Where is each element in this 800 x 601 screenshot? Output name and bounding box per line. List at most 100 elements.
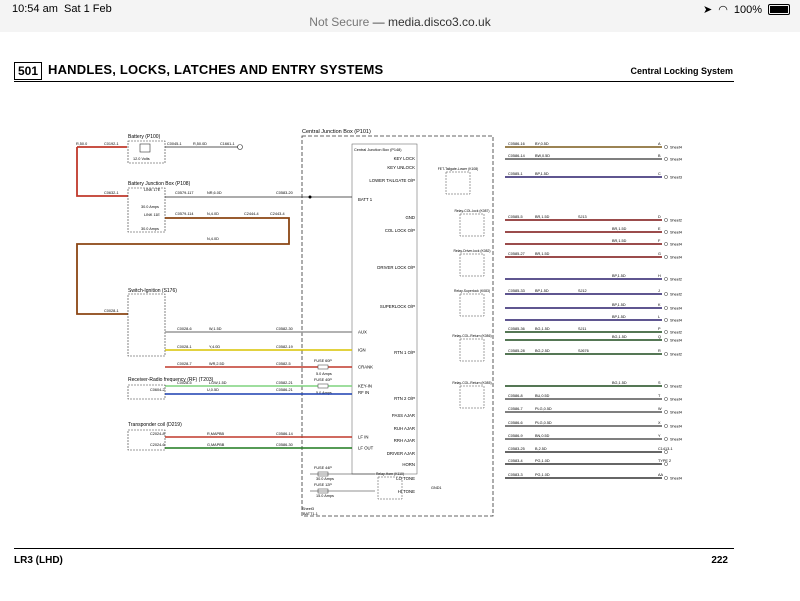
relay-label: Relay-Horn (K110) bbox=[376, 472, 404, 476]
ignition-wire-c2: C0582-19 bbox=[276, 345, 293, 349]
ignition-wire-c2: C0582-21 bbox=[276, 381, 293, 385]
cjb-inner-box bbox=[351, 143, 418, 475]
ignition-wire-c2: C0582-5 bbox=[276, 362, 291, 366]
transponder-c1: C2024-8 bbox=[150, 432, 165, 436]
battery-red-wire bbox=[76, 146, 128, 197]
rf-w: U,0.5D bbox=[207, 388, 219, 392]
fuse-rating: 5.0 Amps bbox=[316, 391, 332, 395]
cjb-pin-label: LOWER TAILGATE O/P bbox=[369, 178, 415, 183]
output-wire-label: BP,1.5D bbox=[612, 315, 626, 319]
sheet-label: Sheet3 bbox=[302, 507, 314, 511]
output-letter: S bbox=[658, 381, 661, 385]
output-connector bbox=[664, 330, 668, 334]
output-letter: D bbox=[658, 215, 661, 219]
output-sheet: Sheet2 bbox=[670, 219, 682, 223]
bjb-box bbox=[127, 187, 166, 233]
output-sheet: Sheet4 bbox=[670, 231, 682, 235]
relay-label: Relay-Superlock (K083) bbox=[454, 289, 490, 293]
section-number: 501 bbox=[14, 62, 42, 80]
page-number: 222 bbox=[711, 555, 728, 566]
output-letter: X bbox=[658, 421, 661, 425]
bjb-brown-wire bbox=[76, 217, 290, 315]
bjb-link1: LINK 17E bbox=[144, 188, 161, 192]
transponder-w: G,MAPBB bbox=[207, 443, 225, 447]
bjb-left-conn: C0632-1 bbox=[104, 191, 119, 195]
bjb-c5: C0583-20 bbox=[276, 191, 293, 195]
ignition-pin: CRANK bbox=[358, 365, 373, 370]
output-connector bbox=[664, 352, 668, 356]
ignition-pin: AUX bbox=[358, 330, 367, 335]
ignition-wire-c2: C0582-30 bbox=[276, 327, 293, 331]
relay-label: Relay-COL-lock (K087) bbox=[454, 209, 489, 213]
output-wire-label: BP,1.5D bbox=[612, 303, 626, 307]
output-conn: C0585-28 bbox=[508, 349, 525, 353]
ignition-wire-c1: C0028-1 bbox=[177, 345, 192, 349]
relay-label: Relay-COL-Return (K086) bbox=[452, 334, 491, 338]
output-connector bbox=[664, 255, 668, 259]
output-letter: Q bbox=[658, 335, 661, 339]
output-wire-label: PLG,0.5D bbox=[535, 407, 552, 411]
output-connector bbox=[664, 462, 668, 466]
output-letter: L bbox=[658, 315, 660, 319]
address-bar[interactable]: Not Secure — media.disco3.co.uk bbox=[309, 15, 491, 29]
bjb-c4: C2443-4 bbox=[270, 212, 285, 216]
output-wire-label: BP,1.5D bbox=[535, 172, 549, 176]
security-label: Not Secure bbox=[309, 15, 370, 29]
fuse-name: FUSE 60P bbox=[314, 359, 332, 363]
output-conn: C0586-9 bbox=[508, 434, 523, 438]
output-wire-label: BY,0.5D bbox=[535, 142, 549, 146]
output-connector bbox=[664, 450, 668, 454]
output-conn: C0585-1 bbox=[508, 172, 523, 176]
cjb-label: Central Junction Box (P101) bbox=[302, 129, 371, 135]
ignition-wire-w: Y,4.0D bbox=[209, 345, 220, 349]
output-wire-label: BN,0.5D bbox=[535, 434, 550, 438]
ignition-conn: C0028-1 bbox=[104, 309, 119, 313]
output-wire-label: BG,1.5D bbox=[535, 327, 550, 331]
output-wire-label: PG,1.0D bbox=[535, 459, 550, 463]
output-letter: Y bbox=[658, 434, 661, 438]
output-connector bbox=[664, 397, 668, 401]
bjb-w3: N,4.0D bbox=[207, 237, 219, 241]
cjb-box bbox=[301, 135, 494, 517]
bjb-fuse2: 30.0 Amps bbox=[141, 227, 159, 231]
fuse-rating: 15.0 Amps bbox=[316, 494, 334, 498]
output-connector bbox=[664, 175, 668, 179]
footer-model: LR3 (LHD) bbox=[14, 555, 63, 566]
relay-label: FET-Tailgate-Lower (K108) bbox=[438, 167, 479, 171]
fuse-name: FUSE 44P bbox=[314, 466, 332, 470]
output-sheet: Sheet4 bbox=[670, 243, 682, 247]
fuse-symbol bbox=[317, 383, 329, 389]
output-letter: T bbox=[658, 394, 661, 398]
output-conn: C0586-8 bbox=[508, 394, 523, 398]
output-connector bbox=[664, 292, 668, 296]
fuse-symbol bbox=[317, 364, 329, 370]
wifi-icon: ◠ bbox=[718, 4, 728, 16]
output-connector bbox=[664, 424, 668, 428]
output-wire-label: B,2.5D bbox=[535, 447, 547, 451]
location-icon: ➤ bbox=[703, 4, 713, 16]
output-connector bbox=[664, 218, 668, 222]
cjb-pin-label: KEY LOCK bbox=[394, 156, 416, 161]
output-letter: AA bbox=[658, 473, 664, 477]
cjb-pin-label: GND bbox=[405, 215, 415, 220]
output-connector bbox=[664, 410, 668, 414]
cjb-pin-label: RTN 2 O/P bbox=[394, 396, 415, 401]
output-letter: F bbox=[658, 239, 661, 243]
wiring-diagram: Central Junction Box (P101) Central Junc… bbox=[76, 129, 682, 517]
output-letter: J bbox=[658, 289, 660, 293]
relay-label: Relay-COL-Return (K085) bbox=[452, 381, 491, 385]
relay-box bbox=[377, 476, 403, 500]
output-wire-label: BG,2.5D bbox=[535, 349, 550, 353]
output-connector bbox=[664, 230, 668, 234]
output-letter: H bbox=[658, 274, 661, 278]
output-sheet: Sheet4 bbox=[670, 339, 682, 343]
cjb-pin-label: COL LOCK O/P bbox=[385, 228, 415, 233]
cjb-pin-label: DRIVER LOCK O/P bbox=[377, 265, 415, 270]
cjb-pin-label: RRH AJAR bbox=[394, 438, 415, 443]
output-conn: C0586-6 bbox=[508, 421, 523, 425]
output-connector bbox=[664, 306, 668, 310]
ignition-label: Switch-Ignition (S176) bbox=[128, 288, 177, 294]
bjb-w1: NR,6.0D bbox=[207, 191, 222, 195]
output-letter: R bbox=[658, 349, 661, 353]
relay-box bbox=[445, 171, 471, 195]
